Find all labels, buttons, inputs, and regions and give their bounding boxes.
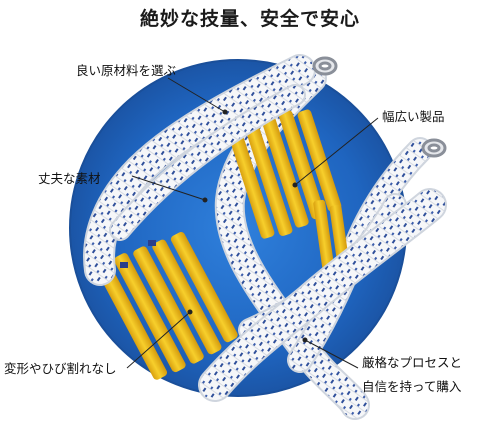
callout-line-wide [294,117,379,186]
callout-no-crack: 変形やひび割れなし [4,361,117,376]
page-title: 絶妙な技量、安全で安心 [139,8,360,30]
callout-line-sturdy [131,175,206,201]
hook-top [312,56,338,76]
rope-bundle-left [83,54,316,286]
hook-right [421,138,447,158]
callout-line-nocrack [126,311,191,369]
callout-material: 良い原材料を選ぶ [76,63,177,78]
callout-line-process [304,339,359,369]
rope-bundle-front [198,188,447,402]
callout-wide: 幅広い製品 [382,109,445,124]
ladder-rungs [95,109,351,380]
callout-process-line2: 自信を持って購入 [362,379,462,394]
callout-process-line1: 厳格なプロセスと [362,355,463,370]
callout-sturdy: 丈夫な素材 [38,171,101,186]
callout-line-material [167,77,226,113]
